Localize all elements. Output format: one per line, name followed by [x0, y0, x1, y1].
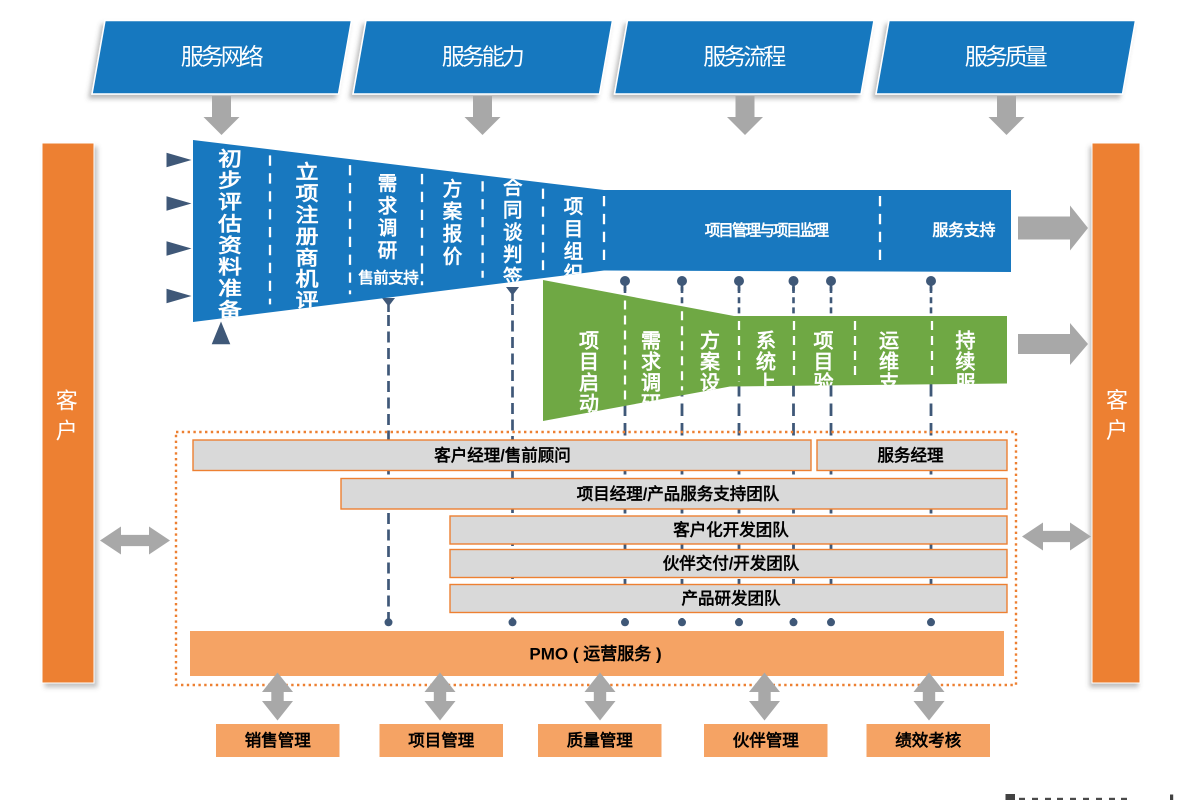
svg-text:步: 步 — [218, 169, 242, 191]
svg-text:伙伴管理: 伙伴管理 — [733, 730, 800, 750]
svg-text:立: 立 — [296, 160, 319, 183]
svg-text:备: 备 — [217, 299, 243, 321]
svg-text:调: 调 — [641, 372, 661, 395]
svg-text:项目管理: 项目管理 — [408, 730, 475, 750]
svg-text:维: 维 — [879, 350, 899, 374]
svg-text:质量管理: 质量管理 — [567, 730, 634, 750]
svg-text:求: 求 — [378, 194, 398, 217]
svg-text:项: 项 — [564, 196, 584, 218]
svg-text:机: 机 — [296, 268, 320, 290]
svg-text:服务支持: 服务支持 — [932, 221, 995, 240]
svg-text:目: 目 — [564, 218, 584, 240]
svg-text:商: 商 — [296, 246, 319, 269]
svg-text:销售管理: 销售管理 — [245, 730, 312, 750]
svg-text:户: 户 — [56, 419, 78, 444]
svg-text:服务能力: 服务能力 — [442, 44, 523, 70]
svg-text:判: 判 — [503, 244, 523, 266]
svg-text:报: 报 — [443, 222, 463, 245]
svg-text:售前支持: 售前支持 — [358, 268, 419, 287]
svg-text:求: 求 — [641, 351, 662, 374]
svg-text:项: 项 — [814, 330, 834, 353]
svg-text:设: 设 — [700, 372, 720, 395]
svg-text:目: 目 — [579, 352, 599, 374]
svg-text:谈: 谈 — [503, 221, 523, 244]
svg-text:PMO ( 运营服务 ): PMO ( 运营服务 ) — [529, 644, 661, 664]
svg-text:案: 案 — [442, 200, 463, 223]
svg-text:项: 项 — [579, 330, 599, 353]
svg-text:组: 组 — [564, 240, 584, 263]
svg-text:调: 调 — [378, 218, 398, 240]
svg-text:服务流程: 服务流程 — [703, 44, 786, 70]
svg-text:客: 客 — [1106, 388, 1128, 413]
svg-text:运: 运 — [879, 330, 899, 353]
svg-text:项目管理与项目监理: 项目管理与项目监理 — [705, 221, 830, 240]
svg-text:项: 项 — [296, 183, 320, 205]
svg-text:方: 方 — [700, 329, 720, 353]
svg-text:客: 客 — [56, 389, 78, 414]
svg-text:绩效考核: 绩效考核 — [895, 730, 962, 750]
svg-text:研: 研 — [378, 240, 398, 262]
svg-text:评: 评 — [296, 290, 319, 312]
svg-text:启: 启 — [579, 371, 599, 395]
svg-text:动: 动 — [579, 393, 599, 416]
svg-text:册: 册 — [296, 226, 319, 248]
svg-text:伙伴交付/开发团队: 伙伴交付/开发团队 — [663, 553, 800, 573]
svg-text:续: 续 — [956, 350, 976, 374]
svg-text:资: 资 — [218, 234, 242, 256]
svg-text:需: 需 — [378, 173, 398, 195]
svg-text:注: 注 — [296, 203, 319, 226]
svg-text:评: 评 — [218, 191, 242, 213]
svg-text:案: 案 — [699, 350, 721, 374]
svg-text:初: 初 — [218, 148, 242, 170]
svg-text:价: 价 — [443, 246, 463, 268]
svg-text:料: 料 — [218, 256, 242, 278]
svg-text:服务质量: 服务质量 — [965, 44, 1047, 70]
svg-text:准: 准 — [218, 277, 242, 299]
svg-text:服务经理: 服务经理 — [878, 445, 945, 465]
svg-text:需: 需 — [641, 330, 661, 353]
svg-text:统: 统 — [756, 350, 776, 374]
svg-text:产品研发团队: 产品研发团队 — [682, 588, 782, 608]
svg-text:服务网络: 服务网络 — [181, 44, 264, 70]
svg-text:同: 同 — [503, 199, 523, 221]
svg-text:目: 目 — [814, 352, 834, 374]
svg-text:客户经理/售前顾问: 客户经理/售前顾问 — [433, 445, 571, 465]
svg-text:方: 方 — [443, 178, 463, 201]
svg-text:估: 估 — [217, 212, 242, 234]
svg-text:合: 合 — [503, 176, 523, 199]
svg-text:系: 系 — [756, 330, 776, 353]
svg-text:持: 持 — [956, 329, 976, 353]
svg-text:户: 户 — [1106, 418, 1128, 443]
svg-text:项目经理/产品服务支持团队: 项目经理/产品服务支持团队 — [577, 483, 780, 503]
svg-text:客户化开发团队: 客户化开发团队 — [672, 520, 789, 540]
